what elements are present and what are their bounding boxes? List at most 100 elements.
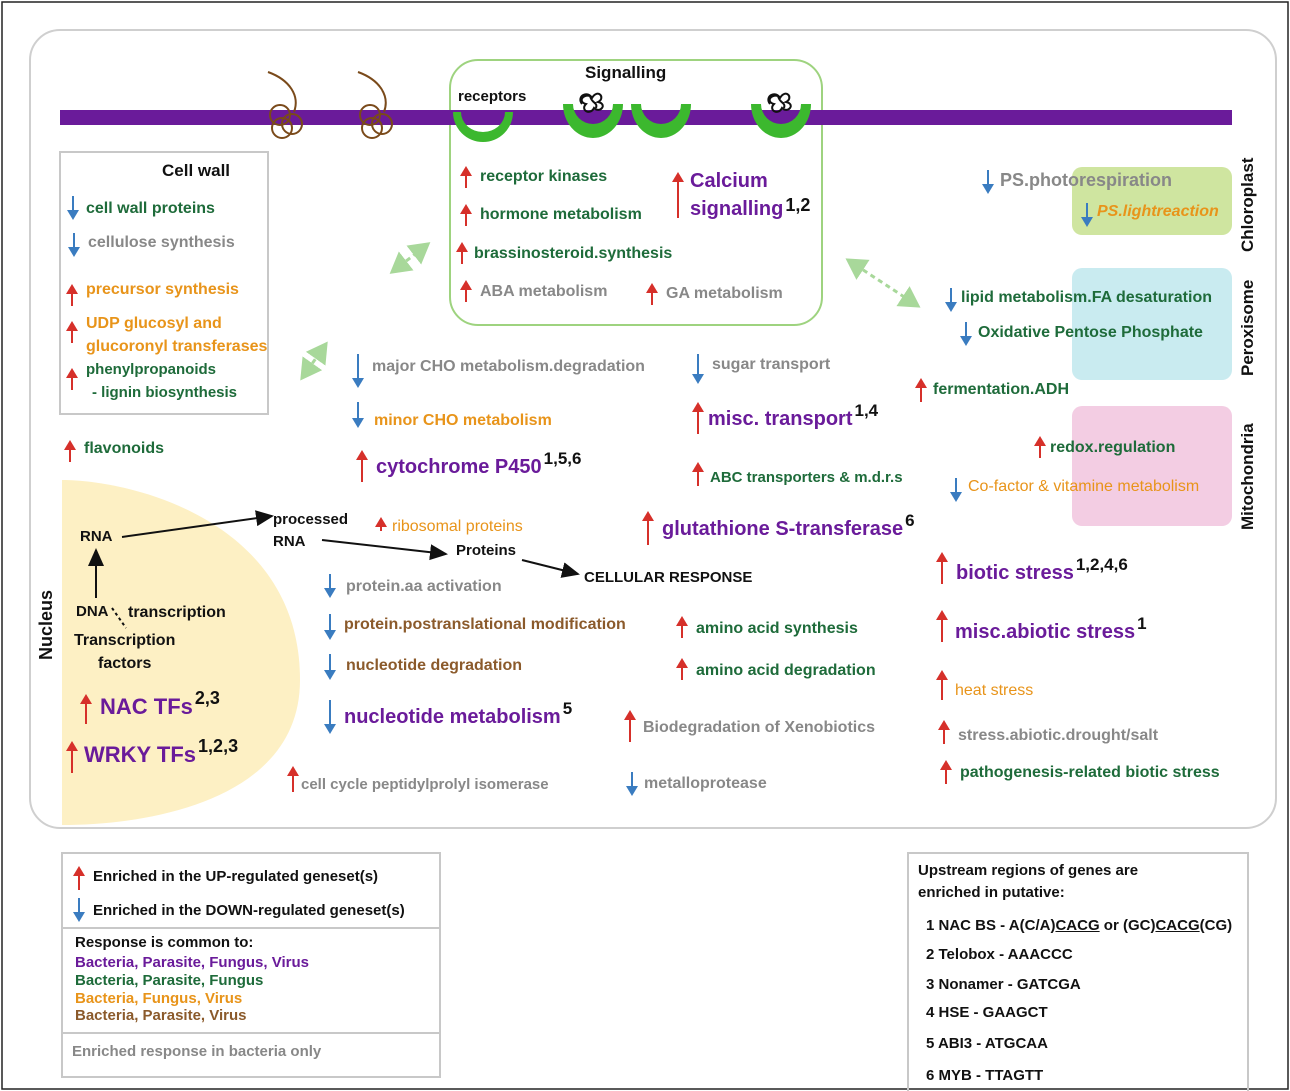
proteins-label: Proteins bbox=[456, 542, 517, 559]
flavonoids: flavonoids bbox=[84, 440, 165, 457]
membrane-coil-proteins bbox=[267, 71, 393, 139]
legend-box bbox=[61, 852, 441, 1078]
legend-common-2: Bacteria, Parasite, Fungus bbox=[75, 972, 264, 989]
mitochondria-region bbox=[1072, 406, 1232, 526]
up-arrow-aa-deg bbox=[676, 658, 688, 680]
motif-myb: 6 MYB - TTAGTT bbox=[926, 1067, 1044, 1084]
up-arrow-cytochrome bbox=[356, 450, 368, 482]
flow-arrows bbox=[88, 510, 580, 629]
down-arrow-minor-cho bbox=[352, 402, 364, 428]
up-arrow-brassinosteroid bbox=[456, 242, 468, 264]
up-arrow-pathogenesis bbox=[940, 760, 952, 784]
phenylpropanoids-line1: phenylpropanoids bbox=[86, 361, 217, 378]
down-arrow-sugar bbox=[692, 354, 704, 384]
amino-acid-degradation: amino acid degradation bbox=[696, 662, 876, 679]
legend-common-3: Bacteria, Fungus, Virus bbox=[75, 990, 243, 1007]
pathogenesis-related-stress: pathogenesis-related biotic stress bbox=[960, 764, 1220, 781]
cellulose-synthesis: cellulose synthesis bbox=[88, 234, 235, 251]
transcription-factors-line2: factors bbox=[98, 655, 152, 672]
down-arrow-metallo bbox=[626, 772, 638, 796]
motif-hse: 4 HSE - GAAGCT bbox=[926, 1004, 1048, 1021]
down-arrow-lipid bbox=[945, 288, 957, 312]
up-arrow-abc bbox=[692, 462, 704, 486]
up-arrow-misc-abiotic bbox=[936, 610, 948, 642]
mitochondria-label: Mitochondria bbox=[1238, 423, 1257, 530]
legend-up: Enriched in the UP-regulated geneset(s) bbox=[93, 868, 379, 885]
chloroplast-region bbox=[1072, 167, 1232, 235]
down-arrow-ps-light bbox=[1081, 203, 1093, 227]
udp-transferases-line2: glucoronyl transferases bbox=[86, 338, 268, 355]
down-arrow-oxidative bbox=[960, 322, 972, 346]
receptors-label: receptors bbox=[458, 88, 527, 105]
up-arrow-legend bbox=[73, 866, 85, 890]
up-arrow-phenylpropanoids bbox=[66, 368, 78, 390]
transcription-factors-line1: Transcription bbox=[74, 632, 176, 649]
up-arrow-calcium bbox=[672, 172, 684, 218]
oxidative-pentose-phosphate: Oxidative Pentose Phosphate bbox=[978, 324, 1203, 341]
upstream-title-line1: Upstream regions of genes are bbox=[918, 862, 1139, 879]
up-arrow-precursor bbox=[66, 284, 78, 306]
up-arrow-heat bbox=[936, 670, 948, 700]
cell-wall-title: Cell wall bbox=[162, 161, 231, 180]
up-arrow-gst bbox=[642, 511, 654, 545]
legend-common-1: Bacteria, Parasite, Fungus, Virus bbox=[75, 954, 309, 971]
receptor-kinases: receptor kinases bbox=[480, 168, 608, 185]
cellular-response: CELLULAR RESPONSE bbox=[584, 569, 753, 586]
ribosomal-proteins: ribosomal proteins bbox=[392, 518, 523, 535]
peroxisome-region bbox=[1072, 268, 1232, 380]
legend-common-title: Response is common to: bbox=[75, 934, 254, 951]
signalling-box bbox=[449, 59, 823, 326]
lipid-metabolism: lipid metabolism.FA desaturation bbox=[961, 289, 1212, 306]
down-arrow-cell-wall-proteins bbox=[67, 196, 79, 220]
down-arrow-ps-photo bbox=[982, 170, 994, 194]
peroxisome-label: Peroxisome bbox=[1238, 279, 1257, 376]
protein-ptm: protein.postranslational modification bbox=[344, 616, 626, 633]
ps-lightreaction: PS.lightreaction bbox=[1097, 203, 1219, 220]
processed-rna-line1: processed bbox=[273, 511, 349, 528]
up-arrow-ga bbox=[646, 283, 658, 305]
down-arrow-protein-aa bbox=[324, 574, 336, 598]
chloroplast-label: Chloroplast bbox=[1238, 157, 1257, 252]
up-arrow-receptor-kinases bbox=[460, 166, 472, 188]
up-arrow-nac bbox=[80, 694, 92, 724]
cell-wall-proteins: cell wall proteins bbox=[86, 200, 215, 217]
motif-abi3: 5 ABI3 - ATGCAA bbox=[926, 1035, 1048, 1052]
up-arrow-hormone bbox=[460, 204, 472, 226]
up-arrow-aa-synth bbox=[676, 616, 688, 638]
major-cho-metabolism: major CHO metabolism.degradation bbox=[372, 358, 645, 375]
motif-telobox: 2 Telobox - AAACCC bbox=[926, 946, 1073, 963]
ga-metabolism: GA metabolism bbox=[666, 285, 783, 302]
up-arrow-misc-transport bbox=[692, 402, 704, 434]
processed-rna-line2: RNA bbox=[273, 533, 306, 550]
redox-regulation: redox.regulation bbox=[1050, 439, 1176, 456]
up-arrow-drought bbox=[938, 720, 950, 744]
legend-down: Enriched in the DOWN-regulated geneset(s… bbox=[93, 902, 405, 919]
nucleotide-degradation: nucleotide degradation bbox=[346, 657, 523, 674]
down-arrow-nucleotide-deg bbox=[324, 654, 336, 680]
biodegradation-xenobiotics: Biodegradation of Xenobiotics bbox=[643, 719, 876, 736]
legend-common-4: Bacteria, Parasite, Virus bbox=[75, 1007, 247, 1024]
up-arrow-redox bbox=[1034, 436, 1046, 458]
motif-nonamer: 3 Nonamer - GATCGA bbox=[926, 976, 1081, 993]
sugar-transport: sugar transport bbox=[712, 356, 831, 373]
down-arrow-cofactor bbox=[950, 478, 962, 502]
down-arrow-legend bbox=[73, 898, 85, 922]
cell-outline bbox=[29, 29, 1277, 829]
up-arrow-flavonoids bbox=[64, 440, 76, 462]
up-arrow-xeno bbox=[624, 710, 636, 742]
down-arrow-major-cho bbox=[352, 354, 364, 388]
brassinosteroid-synthesis: brassinosteroid.synthesis bbox=[474, 245, 673, 262]
up-arrow-fermentation bbox=[915, 378, 927, 402]
cell-wall-box bbox=[59, 151, 269, 415]
upstream-title-line2: enriched in putative: bbox=[918, 884, 1065, 901]
upstream-legend-box bbox=[907, 852, 1249, 1091]
up-arrow-biotic bbox=[936, 552, 948, 584]
ligand-scribbles bbox=[579, 92, 792, 113]
down-arrow-nucleotide-met bbox=[324, 700, 336, 734]
green-double-arrows bbox=[300, 242, 921, 381]
